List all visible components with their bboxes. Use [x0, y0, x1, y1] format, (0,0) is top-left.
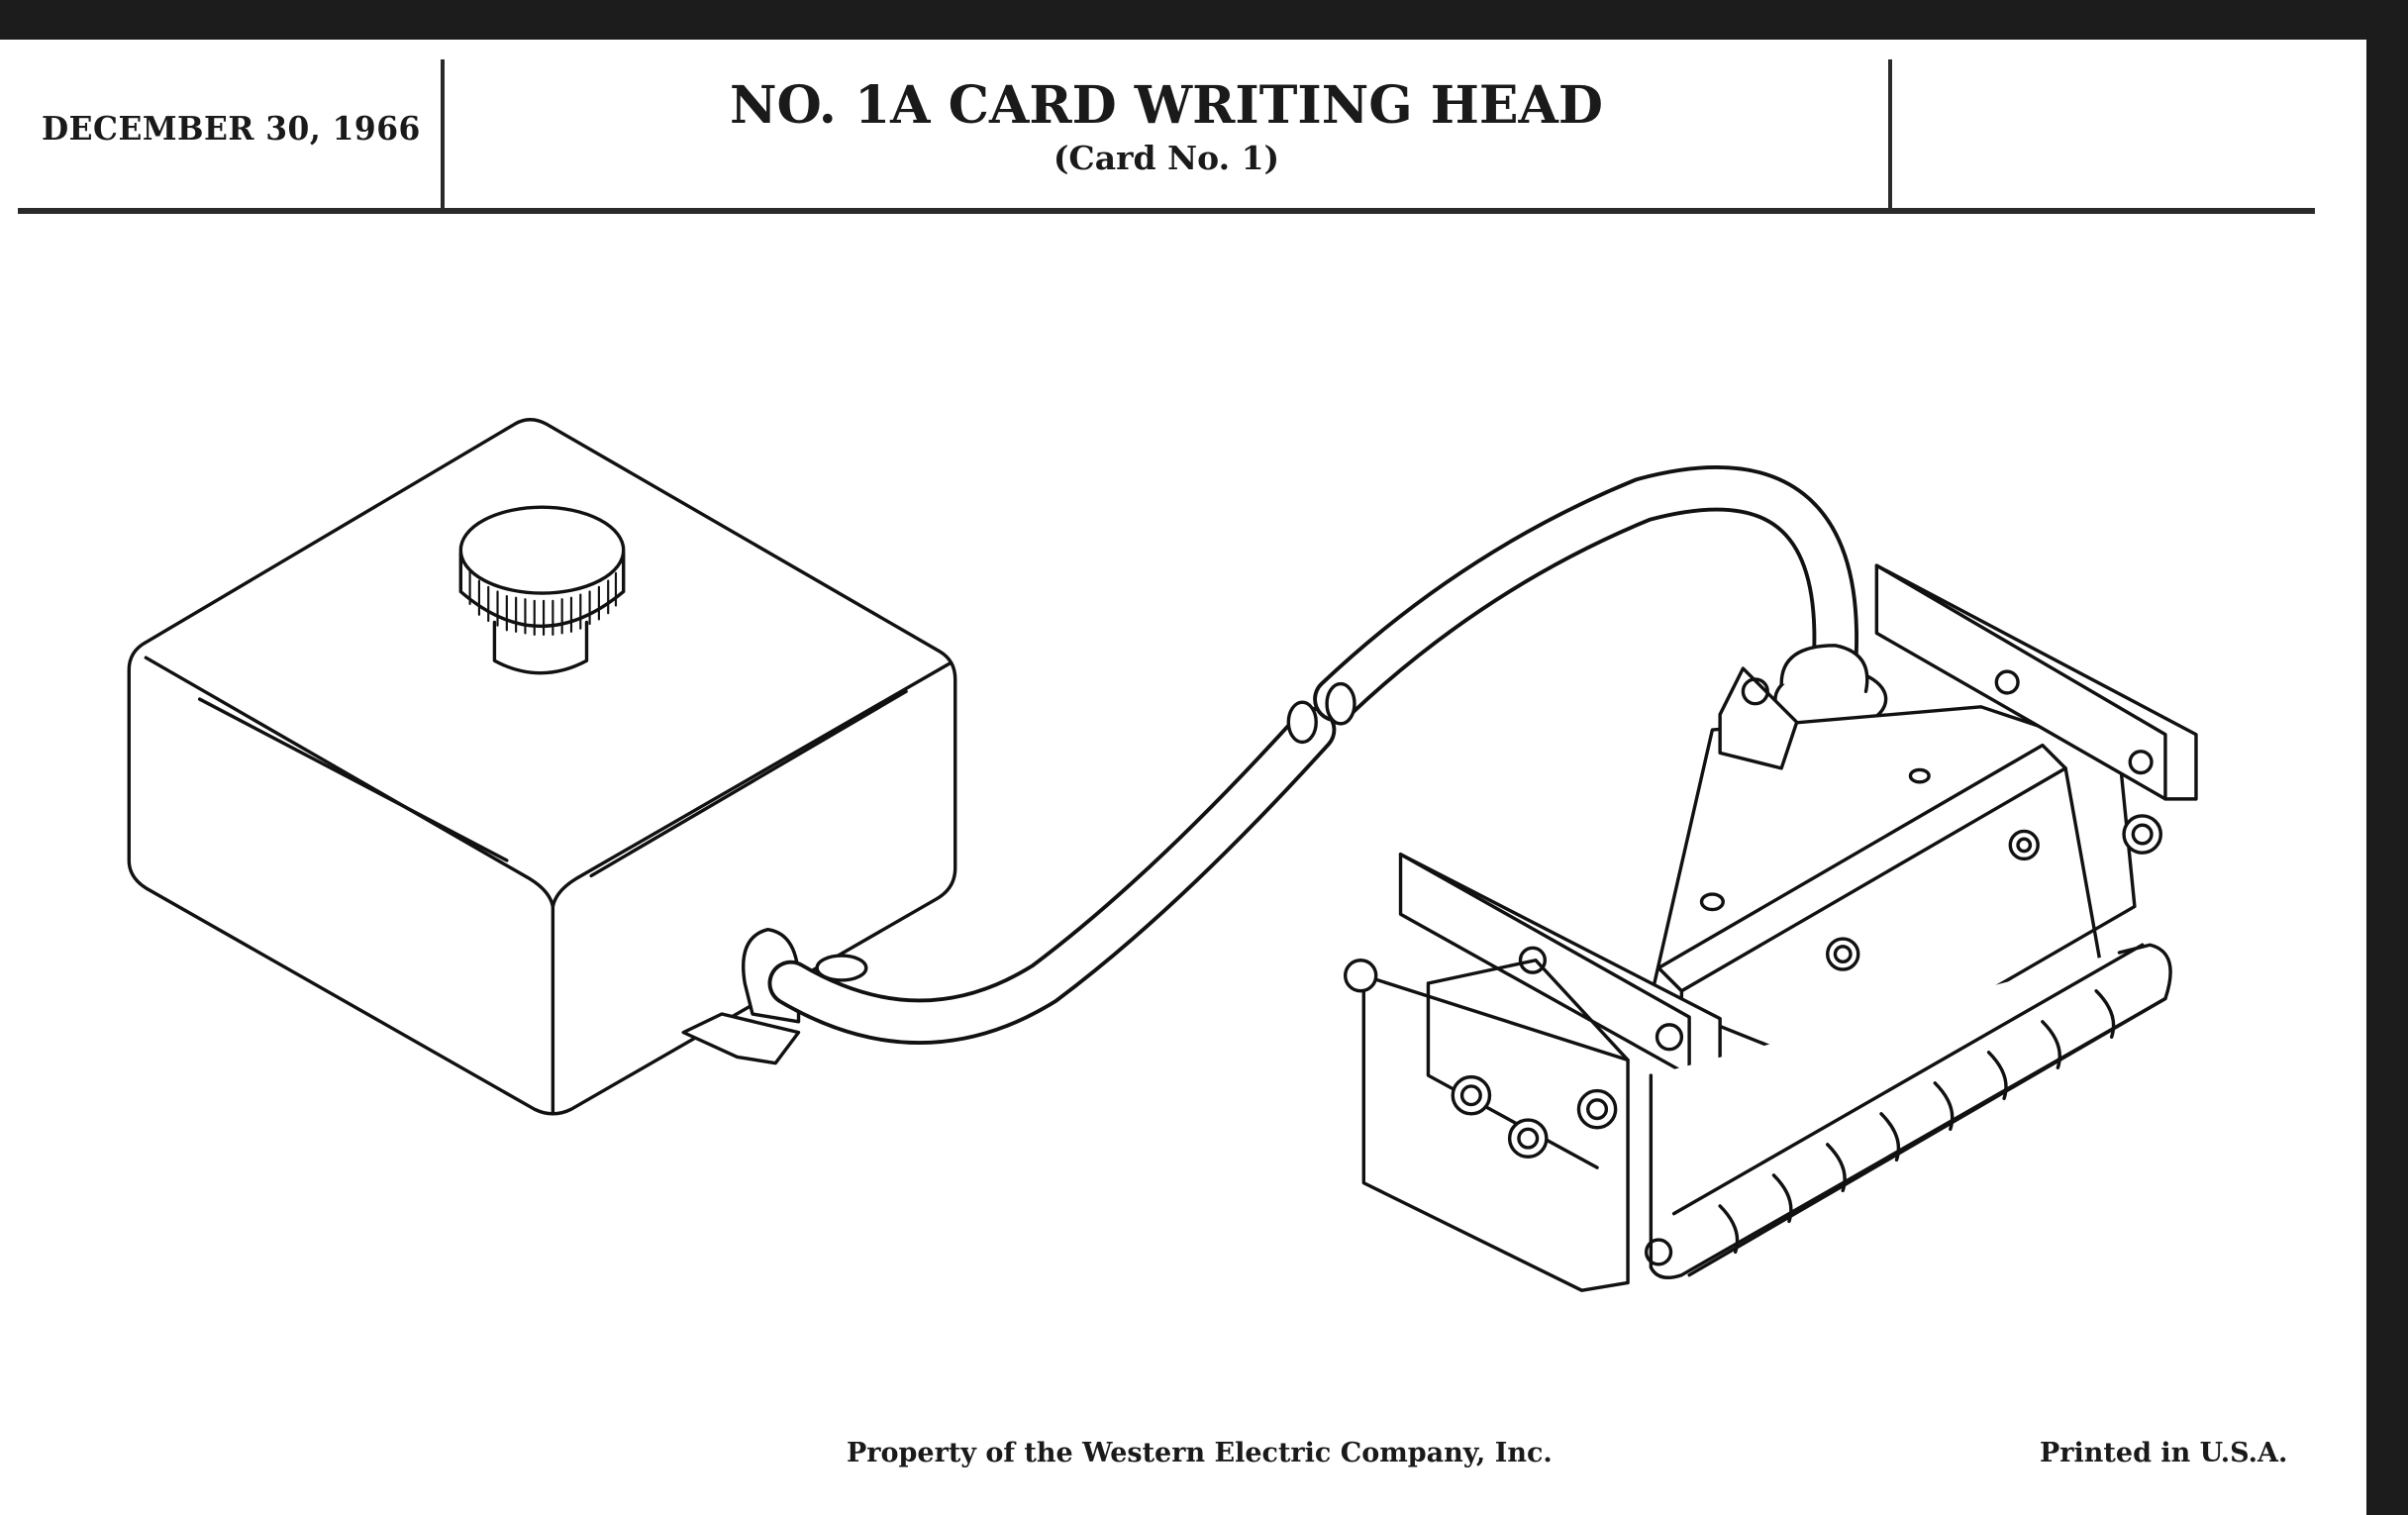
header-rule — [18, 208, 2315, 214]
printed-notice: Printed in U.S.A. — [2040, 1438, 2288, 1468]
card-date: DECEMBER 30, 1966 — [42, 109, 421, 148]
ink-tube — [767, 465, 1888, 1045]
header-divider-left — [441, 59, 445, 210]
header-divider-right — [1888, 59, 1892, 210]
page-subtitle: (Card No. 1) — [1053, 139, 1280, 177]
property-notice: Property of the Western Electric Company… — [847, 1438, 1553, 1468]
scan-border-top — [0, 0, 2408, 40]
reservoir-cap-knob — [458, 505, 626, 675]
scan-border-right — [2366, 0, 2408, 1515]
page-title: NO. 1A CARD WRITING HEAD — [730, 75, 1603, 136]
writing-head-unit — [1343, 563, 2198, 1292]
